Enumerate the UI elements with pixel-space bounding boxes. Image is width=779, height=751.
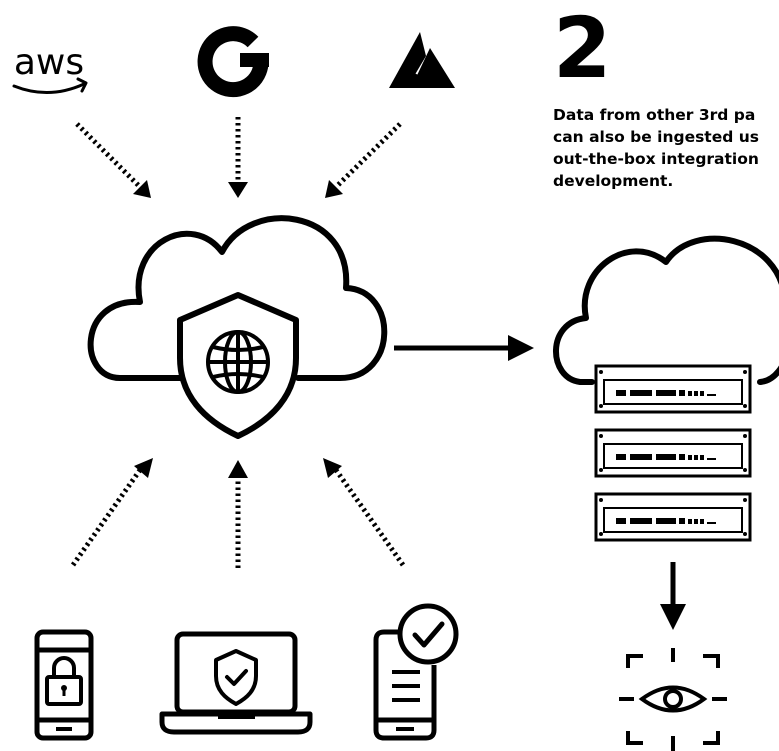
description-line-3: out-the-box integration — [553, 150, 759, 168]
monitor-arrow — [660, 562, 686, 630]
globe-icon — [206, 330, 270, 394]
azure-arrowhead — [325, 180, 343, 198]
server-unit-2 — [594, 428, 752, 478]
google-logo-icon — [197, 26, 269, 98]
tablet-check-icon — [373, 603, 459, 741]
aws-logo-text: aws — [14, 42, 84, 83]
aws-arrow — [75, 122, 142, 189]
device-arrowheads — [134, 458, 342, 478]
check-badge — [397, 603, 459, 665]
description-line-4: development. — [553, 172, 674, 190]
phone-arrow — [70, 468, 143, 567]
laptop-arrowhead — [228, 460, 248, 478]
aws-logo-icon: aws — [12, 42, 88, 95]
cloud-shield-globe-icon — [87, 215, 388, 439]
azure-arrow — [334, 122, 402, 189]
description-line-2: can also be ingested us — [553, 128, 759, 146]
server-unit-1 — [594, 364, 752, 414]
azure-logo-icon — [389, 32, 455, 88]
description-line-1: Data from other 3rd pa — [553, 106, 756, 124]
eye-focus-icon — [619, 648, 727, 751]
step-description: Data from other 3rd pa can also be inges… — [553, 104, 779, 192]
google-arrowhead — [228, 182, 248, 198]
aws-arrowhead — [133, 180, 151, 198]
laptop-shield-icon — [159, 631, 313, 735]
step-number: 2 — [553, 0, 611, 97]
ingest-arrow — [394, 335, 534, 361]
server-unit-3 — [594, 492, 752, 542]
provider-arrowheads — [133, 180, 343, 198]
laptop-shield — [214, 649, 258, 706]
device-arrows — [70, 468, 406, 568]
cloud-server-rack-icon — [553, 235, 779, 542]
tablet-arrow — [333, 468, 406, 567]
server-screws — [599, 370, 747, 536]
server-indicator-bars — [616, 390, 716, 524]
tablet-arrowhead — [323, 458, 342, 478]
phone-arrowhead — [134, 458, 153, 478]
phone-lock-icon — [34, 629, 94, 741]
provider-arrows — [75, 117, 402, 189]
